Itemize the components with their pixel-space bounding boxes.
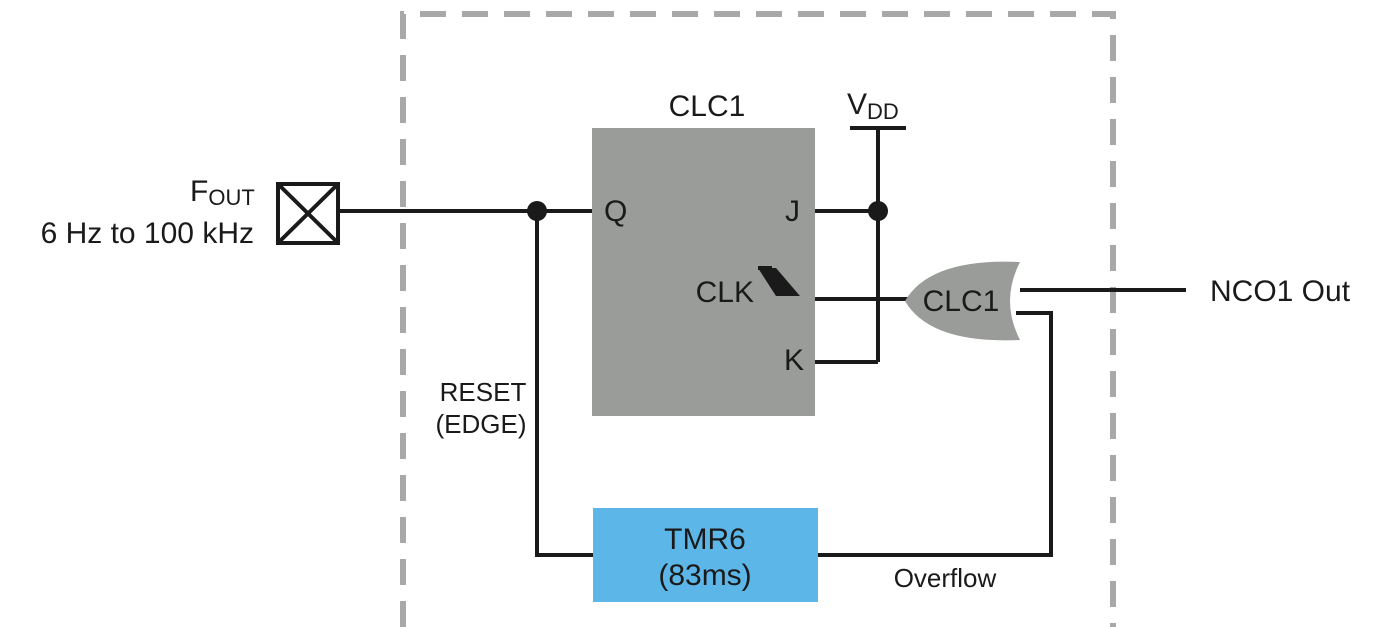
fout-pin [276,182,340,245]
reset-wire [535,211,593,557]
tmr6-label: TMR6 [664,523,746,556]
reset-label: RESET [440,377,527,407]
input-junction-dot [527,201,547,221]
fout-range-label: 6 Hz to 100 kHz [41,217,254,250]
vdd-junction-dot [868,201,888,221]
overflow-label: Overflow [894,563,997,593]
tmr6-period-label: (83ms) [658,559,751,592]
pin-clk-label: CLK [696,276,754,309]
fout-label: FOUT [190,175,255,210]
clc1-flipflop-block [592,128,815,416]
pin-j-label: J [785,195,800,228]
flipflop-title: CLC1 [669,90,746,123]
clk-edge-symbol [758,268,800,296]
wires [338,126,1186,557]
pin-k-label: K [784,344,804,377]
pin-q-label: Q [604,195,627,228]
overflow-wire [818,311,1053,557]
reset-edge-label: (EDGE) [436,409,527,439]
clc1-or-gate [905,261,1020,341]
module-boundary [400,11,1116,627]
or-gate-label: CLC1 [923,285,1000,318]
output-label: NCO1 Out [1210,275,1351,308]
vdd-label: VDD [847,88,899,124]
tmr6-block [593,508,818,602]
